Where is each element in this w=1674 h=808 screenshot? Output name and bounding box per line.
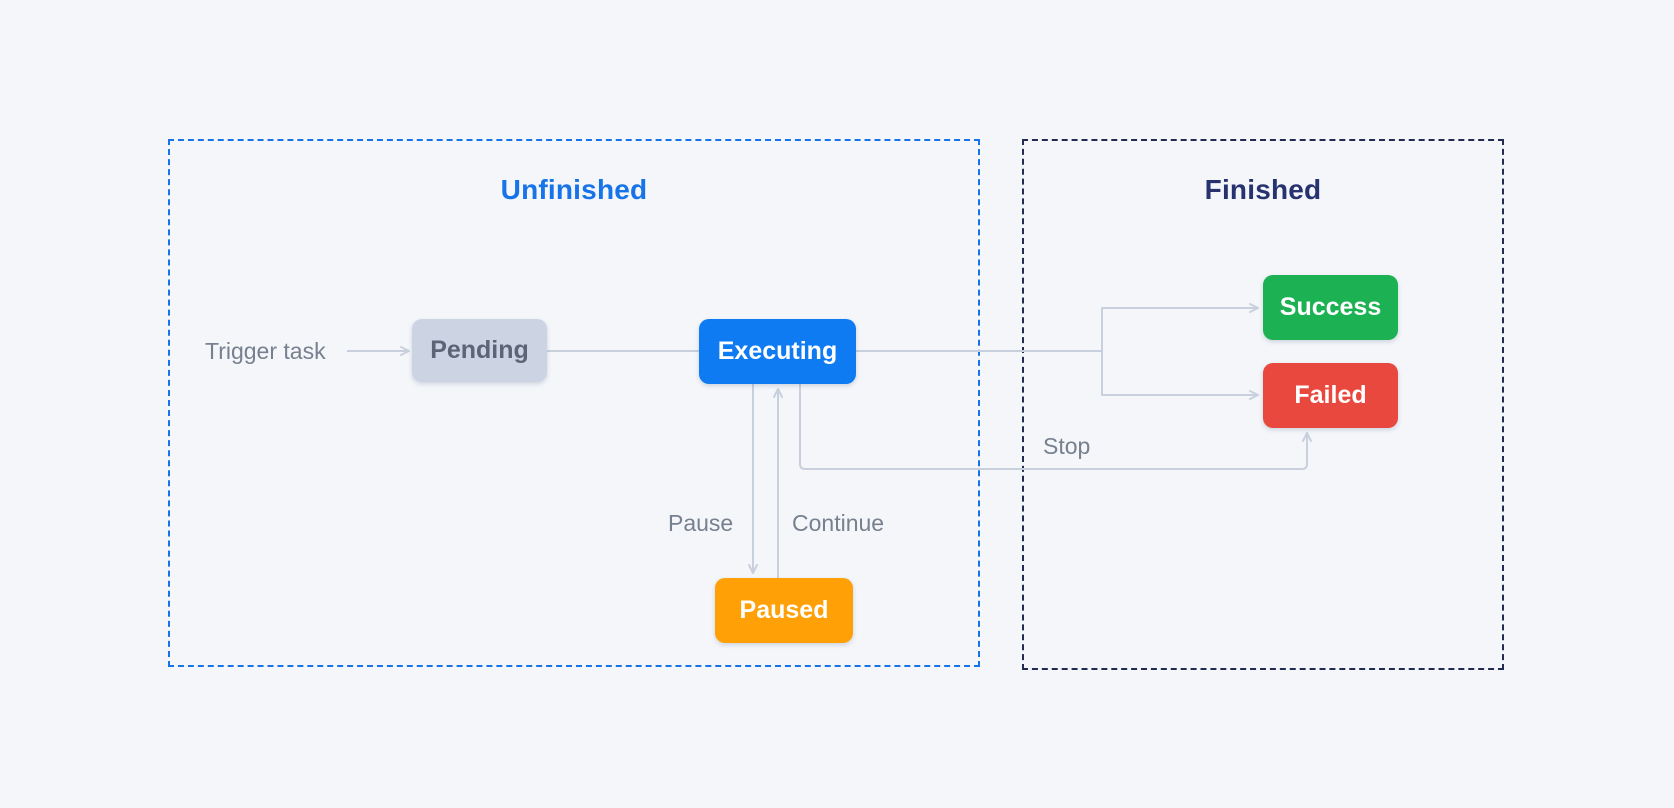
edge-label-continue: Continue <box>792 510 885 536</box>
node-failed: Failed <box>1263 363 1398 428</box>
group-title-unfinished: Unfinished <box>500 174 648 205</box>
edge-label-trigger-task: Trigger task <box>205 338 326 364</box>
edge-label-stop: Stop <box>1043 433 1091 459</box>
group-title-finished: Finished <box>1204 174 1322 205</box>
edge-label-pause: Pause <box>668 510 734 536</box>
group-unfinished: Unfinished <box>168 139 980 667</box>
node-success: Success <box>1263 275 1398 340</box>
node-pending: Pending <box>412 319 547 382</box>
node-paused: Paused <box>715 578 853 643</box>
node-executing: Executing <box>699 319 856 384</box>
